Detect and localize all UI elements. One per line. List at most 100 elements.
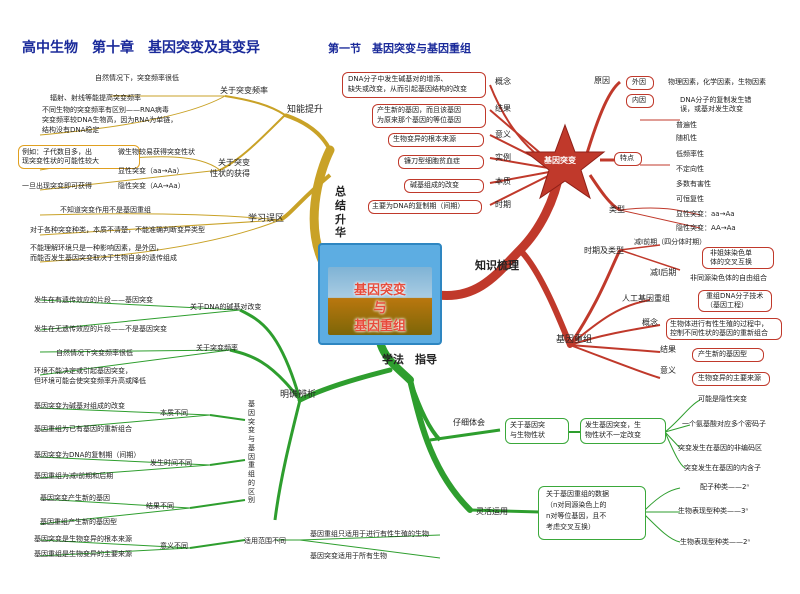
dna-title: 关于DNA的碱基对改变 bbox=[190, 303, 262, 311]
essence-box bbox=[404, 179, 484, 193]
careful-label: 仔细体会 bbox=[453, 418, 485, 427]
recomb-meaning-text: 生物变异的主要来源 bbox=[698, 374, 761, 382]
star-shape bbox=[524, 123, 606, 200]
scope-diff-label: 适用范围不同 bbox=[244, 537, 286, 545]
clear-label: 明确辨析 bbox=[280, 390, 317, 400]
recomb-concept-text-0: 生物体进行有性生殖的过程中， bbox=[670, 320, 768, 328]
scope-diff-item-1: 基因突变适用于所有生物 bbox=[310, 552, 387, 560]
apply-box-0: 关于基因重组的数据 bbox=[546, 490, 609, 498]
internal-text-0: DNA分子的复制发生错 bbox=[680, 96, 752, 104]
essence-text: 碱基组成的改变 bbox=[410, 181, 459, 189]
result-label: 结果 bbox=[495, 104, 511, 113]
artificial-label: 人工基因重组 bbox=[622, 294, 670, 303]
apply-box-3: 考虑交叉互换） bbox=[546, 523, 595, 531]
feature-box bbox=[614, 152, 642, 166]
concept-text-0: DNA分子中发生碱基对的增添、 bbox=[348, 75, 448, 83]
time-box bbox=[368, 200, 482, 214]
result-diff-item-1: 基因重组产生新的基因型 bbox=[40, 518, 117, 526]
apply-item-0: 配子种类——2ⁿ bbox=[700, 483, 750, 491]
recomb-result-text: 产生新的基因型 bbox=[698, 350, 747, 358]
freq-item-2: 不同生物的突变频率有区别——RNA病毒 bbox=[42, 106, 169, 114]
recomb-concept-box bbox=[666, 318, 782, 340]
branch-knowledge-2 bbox=[517, 247, 573, 348]
careful-box2-1: 物性状不一定改变 bbox=[585, 431, 641, 439]
result-text-0: 产生新的基因，而且该基因 bbox=[377, 106, 461, 114]
misread-title: 学习误区 bbox=[248, 214, 285, 224]
recomb-meaning-box bbox=[692, 372, 770, 386]
concept-text-1: 缺失或改变，从而引起基因结构的改变 bbox=[348, 85, 467, 93]
apply-box-1: （n对同源染色上的 bbox=[546, 501, 607, 509]
meaning-diff-label: 意义不同 bbox=[160, 542, 188, 550]
essence-diff-label: 本质不同 bbox=[160, 409, 188, 417]
essence-diff-item-1: 基因重组为已有基因的重新组合 bbox=[34, 425, 132, 433]
result-diff-label: 结果不同 bbox=[146, 502, 174, 510]
example-box bbox=[398, 155, 484, 169]
period-diff-item-0: 基因突变为DNA的复制期（间期） bbox=[34, 451, 141, 459]
meiosis1-text-0: 非姐妹染色单 bbox=[710, 249, 752, 257]
center-line2: 与 bbox=[373, 301, 387, 316]
branch-method-left bbox=[297, 367, 393, 403]
star-label: 基因突变 bbox=[544, 156, 576, 165]
result-diff-item-0: 基因突变产生新的基因 bbox=[40, 494, 110, 502]
feature-item-2: 低频率性 bbox=[676, 150, 704, 158]
recomb-label: 基因重组 bbox=[556, 335, 593, 345]
meiosis1-later-text: 非同源染色体的自由组合 bbox=[690, 274, 767, 282]
external-text: 物理因素，化学因素，生物因素 bbox=[668, 78, 766, 86]
feature-item-5: 可恒复性 bbox=[676, 195, 704, 203]
meaning-text: 生物变异的根本来源 bbox=[393, 135, 456, 143]
external-label: 外因 bbox=[632, 78, 646, 86]
feature-item-4: 多数有害性 bbox=[676, 180, 711, 188]
misread-item-1: 对于各种突变种类，本质不清楚，不能准确判断变异类型 bbox=[30, 226, 205, 234]
meiosis1-later-label: 减I后期 bbox=[650, 268, 677, 277]
dna-item-1: 发生在无遗传效应的片段——不是基因突变 bbox=[34, 325, 167, 333]
cause-label: 原因 bbox=[594, 76, 610, 85]
center-image: 基因突变 与 基因重组 bbox=[318, 243, 442, 345]
freq-item-4: 结构没有DNA稳定 bbox=[42, 126, 100, 134]
acquire-item-2: 现突变性状的可能性较大 bbox=[22, 157, 99, 165]
time-text: 主要为DNA的复制期（间期） bbox=[372, 202, 465, 210]
example-label: 实例 bbox=[495, 153, 511, 162]
ability-label: 知能提升 bbox=[287, 105, 324, 115]
freq-title: 关于突变频率 bbox=[220, 86, 268, 95]
center-line3: 基因重组 bbox=[353, 319, 406, 334]
freq-item-1: 辐射、射线等能提高突变频率 bbox=[50, 94, 141, 102]
type-item-0: 显性突变：aa→Aa bbox=[676, 210, 735, 218]
dna-item-0: 发生在有遗传效应的片段——基因突变 bbox=[34, 296, 153, 304]
recomb-result-label: 结果 bbox=[660, 345, 676, 354]
acquire-item-6: 隐性突变（AA→Aa） bbox=[118, 182, 185, 190]
internal-box bbox=[626, 94, 654, 108]
external-box bbox=[626, 76, 654, 90]
type-label: 类型 bbox=[609, 205, 625, 214]
branch-method bbox=[376, 338, 414, 384]
time-type-label: 时期及类型 bbox=[584, 246, 624, 255]
recomb-concept-label: 概念 bbox=[642, 318, 658, 327]
rate-title: 关于突变频率 bbox=[196, 344, 238, 352]
misread-item-2: 不能理解环境只是一种影响因素，是外因， bbox=[30, 244, 163, 252]
rate-item-0: 自然情况下突变频率很低 bbox=[56, 349, 133, 357]
center-photo bbox=[328, 267, 432, 335]
branch-summary-label: 总结升华 bbox=[335, 185, 346, 240]
acquire-item-1: 例如：子代数目多，出 bbox=[22, 148, 92, 156]
branch-method-label: 学法 指导 bbox=[382, 353, 437, 366]
concept-box bbox=[342, 72, 486, 98]
careful-item-0: 可能是隐性突变 bbox=[698, 395, 747, 403]
artificial-box bbox=[698, 290, 772, 312]
artificial-text-1: （基因工程） bbox=[706, 301, 748, 309]
essence-diff-item-0: 基因突变为碱基对组成的改变 bbox=[34, 402, 125, 410]
internal-text-1: 误，或基对发生改变 bbox=[680, 105, 743, 113]
recomb-meaning-label: 意义 bbox=[660, 366, 676, 375]
apply-item-1: 生物表现型种类——3ⁿ bbox=[678, 507, 749, 515]
example-text: 镰刀型细胞贫血症 bbox=[404, 157, 460, 165]
meiosis1-text-1: 体的交叉互换 bbox=[710, 258, 752, 266]
meaning-diff-item-0: 基因突变是生物变异的根本来源 bbox=[34, 535, 132, 543]
acquire-note-box bbox=[18, 145, 140, 169]
acquire-title2: 性状的获得 bbox=[210, 169, 250, 178]
period-diff-item-1: 基因重组为减I前期和后期 bbox=[34, 472, 114, 480]
careful-box-1: 与生物性状 bbox=[510, 431, 545, 439]
careful-box2 bbox=[580, 418, 666, 444]
careful-box2-0: 发生基因突变，生 bbox=[585, 421, 641, 429]
misread-item-0: 不知道突变作用不是基因重组 bbox=[60, 206, 151, 214]
careful-item-3: 突变发生在基因的内含子 bbox=[684, 464, 761, 472]
recomb-concept-text-1: 控制不同性状的基因的重新组合 bbox=[670, 329, 768, 337]
